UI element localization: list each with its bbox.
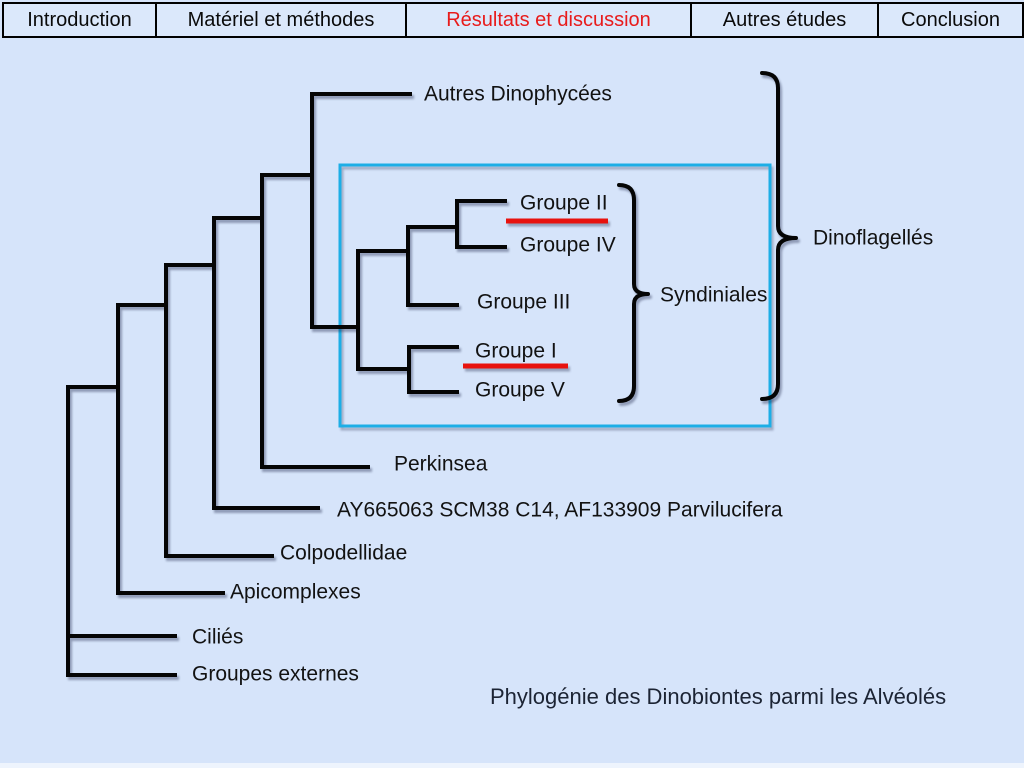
tree-branches <box>66 92 507 677</box>
dinoflagelles-brace <box>760 71 798 401</box>
taxon-label-cilies: Ciliés <box>192 625 244 649</box>
taxon-label-apicomplexes: Apicomplexes <box>230 580 361 604</box>
nav-bar: Introduction Matériel et méthodes Résult… <box>2 2 1024 38</box>
taxon-label-perkinsea: Perkinsea <box>394 452 488 476</box>
tab-autres-etudes[interactable]: Autres études <box>692 4 879 36</box>
slide-bottom-edge <box>0 763 1024 768</box>
tab-label: Matériel et méthodes <box>187 8 375 31</box>
tab-label: Introduction <box>27 8 132 31</box>
taxon-label-groupe-v: Groupe V <box>475 378 565 402</box>
slide-caption: Phylogénie des Dinobiontes parmi les Alv… <box>490 684 947 709</box>
tab-label: Conclusion <box>901 8 1000 31</box>
clade-label-syndiniales: Syndiniales <box>660 283 768 307</box>
taxon-label-groupe-ii: Groupe II <box>520 191 608 215</box>
tab-introduction[interactable]: Introduction <box>4 4 157 36</box>
tab-conclusion[interactable]: Conclusion <box>879 4 1022 36</box>
clade-label-dinoflagelles: Dinoflagellés <box>813 226 934 250</box>
syndiniales-highlight-box <box>338 163 772 428</box>
tab-materiel-et-methodes[interactable]: Matériel et méthodes <box>157 4 407 36</box>
taxon-label-parvilucifera: AY665063 SCM38 C14, AF133909 Parvilucife… <box>337 498 783 522</box>
tab-resultats-et-discussion[interactable]: Résultats et discussion <box>407 4 692 36</box>
taxon-label-groupe-iii: Groupe III <box>477 290 571 314</box>
syndiniales-brace <box>617 183 650 403</box>
tab-label: Résultats et discussion <box>446 8 651 31</box>
taxon-label-colpodellidae: Colpodellidae <box>280 541 408 565</box>
tab-label: Autres études <box>722 8 847 31</box>
taxon-label-groupe-iv: Groupe IV <box>520 233 616 257</box>
taxon-label-groupes-externes: Groupes externes <box>192 662 359 686</box>
taxon-label-autres-dinophycees: Autres Dinophycées <box>424 82 612 106</box>
taxon-label-groupe-i: Groupe I <box>475 339 557 363</box>
